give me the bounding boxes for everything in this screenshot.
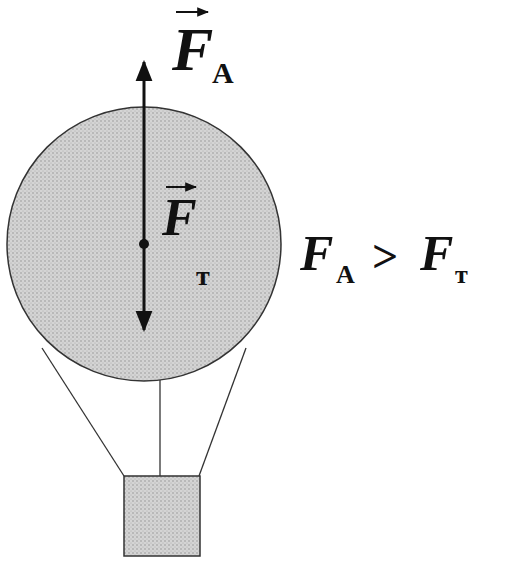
rope bbox=[159, 380, 160, 476]
force-symbol: F bbox=[162, 192, 197, 244]
force-symbol: F bbox=[172, 18, 213, 80]
force-subscript: т bbox=[196, 262, 210, 290]
buoyancy-force-arrow bbox=[143, 62, 146, 244]
vector-sign bbox=[176, 11, 208, 13]
vector-sign bbox=[166, 186, 196, 188]
force-subscript: A bbox=[336, 262, 355, 288]
rope bbox=[42, 348, 124, 476]
rope bbox=[199, 348, 246, 476]
force-symbol: F bbox=[420, 228, 453, 278]
comparison-sign: > bbox=[372, 234, 398, 280]
gravity-force-arrow bbox=[143, 244, 146, 330]
basket bbox=[124, 476, 200, 556]
force-subscript: т bbox=[455, 262, 468, 288]
center-point bbox=[139, 239, 149, 249]
force-symbol: F bbox=[300, 228, 333, 278]
force-subscript: A bbox=[212, 58, 234, 88]
